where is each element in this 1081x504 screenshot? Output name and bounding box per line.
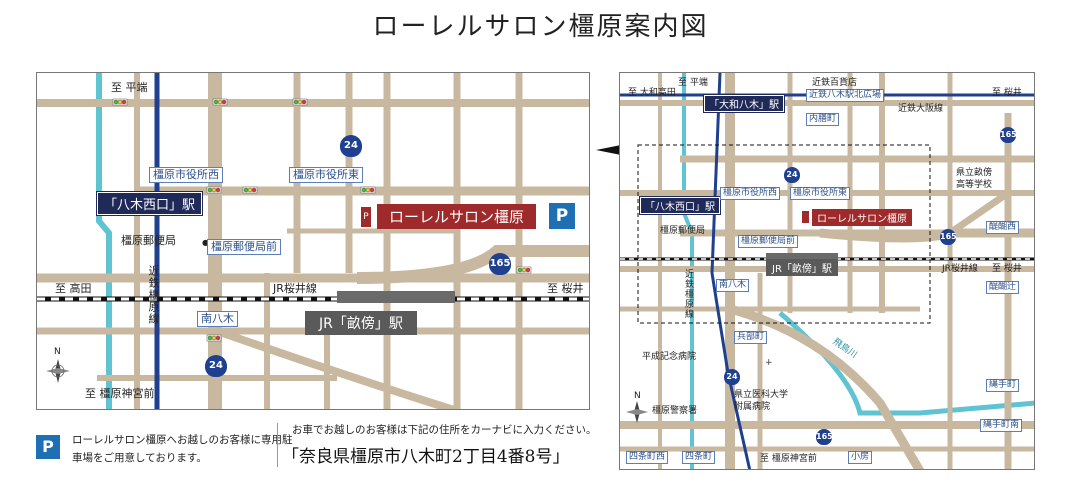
route-165-shield: 165: [816, 429, 833, 445]
overview-map[interactable]: + 至 平端 至 大和高田 至 桜井 至 桜井 至 橿原神宮前 「大和八木」駅 …: [619, 72, 1035, 470]
bus-stop-minami-yagi[interactable]: 南八木: [716, 279, 750, 292]
bus-stop-naizen-cho[interactable]: 内膳町: [806, 113, 840, 126]
station-unebi[interactable]: JR「畝傍」駅: [305, 311, 417, 335]
bus-stop-shijo-cho-nishi[interactable]: 四条町西: [626, 451, 669, 464]
police-station-label: 橿原警察署: [652, 406, 698, 416]
post-office-label: 橿原郵便局: [660, 226, 706, 236]
bus-stop-yubinkyoku-mae[interactable]: 橿原郵便局前: [738, 235, 799, 248]
bus-stop-nawate-cho-minami[interactable]: 縄手町南: [980, 419, 1023, 432]
route-24-shield: 24: [724, 369, 740, 385]
direction-sakurai-top: 至 桜井: [992, 88, 1022, 98]
direction-takada: 至 高田: [55, 282, 92, 295]
bus-stop-minami-yagi[interactable]: 南八木: [197, 311, 238, 327]
kintetsu-dept-store-label: 近鉄百貨店: [812, 78, 858, 88]
route-24-shield: 24: [340, 135, 362, 157]
bus-stop-yubinkyoku-mae[interactable]: 橿原郵便局前: [207, 239, 281, 255]
parking-icon: P: [549, 203, 575, 229]
bus-stop-shiyakusho-higashi[interactable]: 橿原市役所東: [790, 187, 851, 200]
station-yamato-yagi[interactable]: 「大和八木」駅: [703, 94, 785, 113]
compass-icon: [46, 359, 70, 383]
post-office-dot-icon: ●: [202, 238, 209, 247]
compass-north-label: N: [54, 347, 61, 357]
navi-instruction: お車でお越しのお客様は下記の住所をカーナビに入力ください。: [292, 424, 597, 436]
direction-kashihara-jingumae: 至 橿原神宮前: [85, 387, 155, 400]
bus-stop-hyobu-cho[interactable]: 兵部町: [734, 331, 768, 344]
parking-notice-text: ローレルサロン橿原へお越しのお客様に専用駐車場をご用意しております。: [72, 434, 293, 464]
bus-stop-daigo-tsuji[interactable]: 醍醐辻: [986, 281, 1020, 294]
station-unebi[interactable]: JR「畝傍」駅: [766, 259, 838, 276]
kintetsu-kashihara-line-label: 近鉄橿原線: [683, 269, 693, 319]
post-office-label: 橿原郵便局: [121, 234, 176, 247]
route-165-shield: 165: [1000, 127, 1017, 143]
page-title: ローレルサロン橿原案内図: [372, 12, 709, 42]
bus-stop-shiyakusho-higashi[interactable]: 橿原市役所東: [289, 167, 363, 183]
direction-hirabata: 至 平端: [678, 78, 708, 88]
traffic-lights: [112, 98, 532, 342]
bus-stop-daigo-nishi[interactable]: 醍醐西: [986, 221, 1020, 234]
station-yagi-nishiguchi[interactable]: 「八木西口」駅: [95, 191, 204, 216]
jr-sakurai-line-label: JR桜井線: [273, 282, 317, 295]
direction-hirabata: 至 平端: [111, 81, 148, 94]
bus-stop-kintetsu-yagi-north[interactable]: 近鉄八木駅北広場: [806, 89, 885, 102]
bus-stop-nawate-cho[interactable]: 縄手町: [986, 379, 1020, 392]
medical-university-hospital-label: 県立医科大学 附属病院: [734, 390, 789, 412]
salon-address: 「奈良県橿原市八木町2丁目4番8号」: [282, 447, 570, 467]
svg-text:+: +: [765, 358, 773, 368]
bus-stop-shijo-cho[interactable]: 四条町: [682, 451, 716, 464]
bus-stop-obusa[interactable]: 小房: [848, 451, 873, 464]
parking-icon: P: [36, 435, 60, 459]
compass-icon: [626, 401, 648, 423]
direction-kashihara-jingumae: 至 橿原神宮前: [760, 454, 817, 464]
salon-pin-icon: [802, 211, 809, 223]
detail-map[interactable]: 至 平端 至 高田 至 桜井 至 橿原神宮前 「八木西口」駅 JR「畝傍」駅 J…: [36, 72, 590, 410]
heisei-hospital-label: 平成記念病院: [642, 352, 697, 362]
unebi-high-school-label: 県立畝傍 高等学校: [956, 168, 993, 190]
notice-divider: [277, 423, 278, 467]
kintetsu-osaka-line-label: 近鉄大阪線: [898, 104, 944, 114]
route-24-shield: 24: [205, 355, 227, 377]
salon-parking-marker: P: [361, 207, 371, 227]
bus-stop-shiyakusho-nishi[interactable]: 橿原市役所西: [720, 187, 781, 200]
compass-north-label: N: [634, 391, 641, 401]
bus-stop-shiyakusho-nishi[interactable]: 橿原市役所西: [149, 167, 223, 183]
route-165-shield: 165: [489, 253, 511, 275]
direction-sakurai-mid: 至 桜井: [992, 264, 1022, 274]
kintetsu-kashihara-line-label: 近鉄橿原線: [147, 265, 160, 325]
route-24-shield: 24: [784, 167, 800, 183]
detail-map-roads: [37, 73, 589, 409]
route-165-shield: 165: [940, 229, 957, 245]
salon-location-marker[interactable]: ローレルサロン橿原: [812, 209, 912, 226]
station-yagi-nishiguchi[interactable]: 「八木西口」駅: [639, 196, 721, 215]
salon-location-marker[interactable]: ローレルサロン橿原: [377, 204, 537, 229]
direction-sakurai: 至 桜井: [547, 282, 584, 295]
direction-yamato-takada: 至 大和高田: [628, 88, 676, 98]
jr-sakurai-line-label: JR桜井線: [942, 264, 978, 274]
